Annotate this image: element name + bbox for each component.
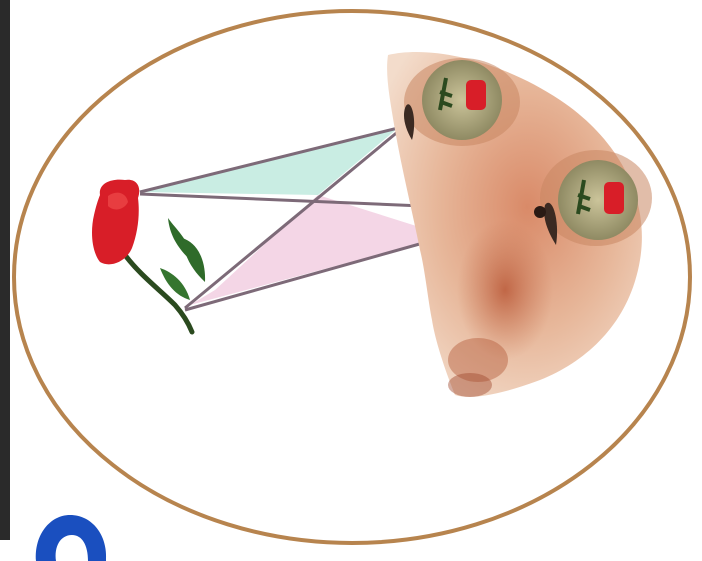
eyeball-icon [558,160,638,240]
eyeball-icon [422,60,502,140]
pupil-dot [534,206,546,218]
retina-image-rose [604,182,624,214]
retina-image-rose [466,80,486,110]
chin-shadow [448,373,492,397]
eye-upper [404,58,520,146]
corner-blue-mark [36,515,106,561]
